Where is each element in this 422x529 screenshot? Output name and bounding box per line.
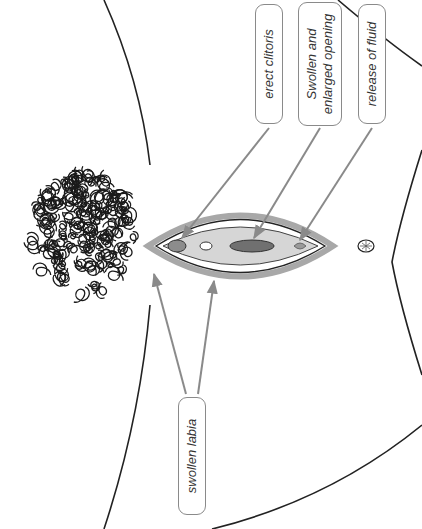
leader-line (198, 281, 214, 394)
hair-curl (81, 259, 97, 273)
hair-curl (48, 266, 70, 289)
hair-curl (96, 244, 119, 266)
hair-curl (48, 196, 63, 207)
hair-curl (72, 285, 91, 307)
fluid-drop (294, 243, 306, 249)
hair-curl (80, 241, 97, 258)
hair-curl (111, 237, 131, 259)
groin-crease (104, 305, 150, 529)
hair-curl (69, 166, 87, 184)
hair-curl (97, 246, 116, 263)
hair-curl (62, 197, 80, 218)
hair-curl (103, 240, 114, 249)
pubic-hair (23, 165, 139, 307)
hair-curl (23, 230, 43, 250)
hair-curl (97, 230, 110, 248)
leader-line (300, 128, 372, 240)
hair-curl (23, 241, 41, 254)
anus (358, 240, 374, 252)
hair-curl (57, 220, 70, 233)
thigh-line (212, 425, 422, 529)
clitoris (168, 240, 186, 252)
callout-label: release of fluid (364, 11, 380, 117)
callout-label: erect clitoris (261, 11, 277, 117)
callout-box: release of fluid (358, 4, 386, 124)
body-outline (104, 0, 422, 529)
leader-line (154, 274, 186, 394)
anus-folds (360, 241, 372, 251)
callout-box: Swollen and enlarged opening (298, 2, 342, 126)
hair-curl (75, 197, 94, 219)
callout-box: swollen labia (178, 397, 206, 515)
hair-curl (31, 201, 44, 211)
leader-lines (154, 128, 372, 394)
hair-curl (51, 252, 67, 268)
callout-label: Swollen and enlarged opening (304, 9, 336, 119)
urethra (200, 242, 212, 250)
callout-label: swollen labia (184, 404, 200, 508)
hair-curl (59, 232, 69, 241)
hair-curl (44, 226, 54, 241)
leader-line (254, 128, 320, 238)
callout-box: erect clitoris (255, 4, 283, 124)
outer-labia (156, 220, 325, 273)
hair-curl (69, 181, 85, 200)
hair-curl (33, 263, 52, 277)
hair-curl (129, 231, 140, 244)
buttock-cleft (392, 150, 422, 375)
leader-line (182, 128, 269, 238)
hair-curl (88, 280, 101, 290)
vaginal-opening (230, 240, 274, 252)
hair-curl (101, 220, 124, 239)
swollen-labia-outline (148, 216, 333, 277)
hair-curl (70, 216, 88, 230)
hair-curl (120, 206, 137, 228)
groin-crease (104, 0, 150, 165)
hair-curl (116, 264, 127, 277)
hair-curl (71, 255, 90, 274)
hair-curl (100, 188, 121, 212)
